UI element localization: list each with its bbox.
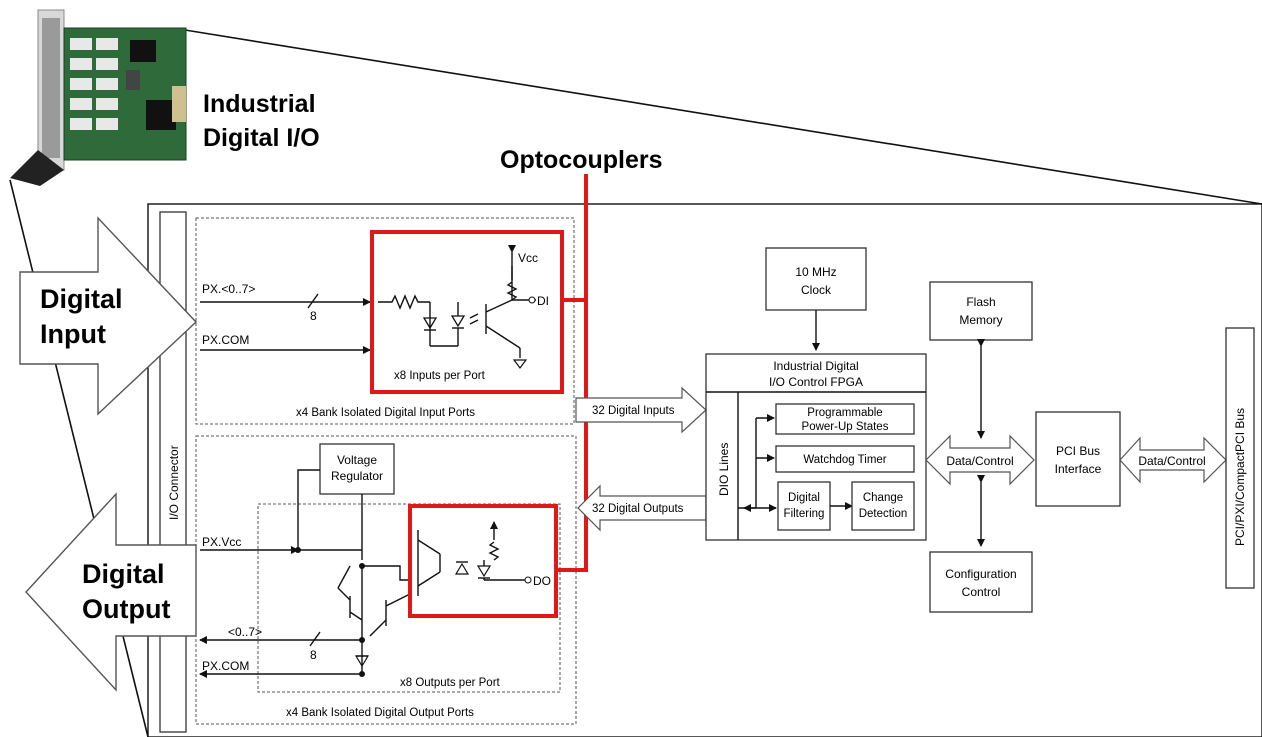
product-title-line1: Industrial [203,90,316,118]
voltage-regulator-box [319,443,395,495]
change-detection-line1: Change [863,492,903,504]
dio-lines-label: DIO Lines [717,443,731,496]
flash-memory-line1: Flash [966,295,995,309]
input-di-label: DI [537,294,549,308]
pci-bus-bar [1225,327,1255,589]
input-bank-label: x4 Bank Isolated Digital Input Ports [296,407,475,419]
input-vcc-label: Vcc [518,251,538,265]
digital-inputs-bus-label: 32 Digital Inputs [592,405,675,417]
input-per-port-label: x8 Inputs per Port [394,370,486,382]
change-detection-box [851,481,915,531]
digital-output-label-line1: Digital [82,559,165,589]
perspective-lines [9,29,1262,737]
output-signal-label: <0..7> [228,625,262,639]
digital-output-arrow [25,492,197,692]
input-bus-width: 8 [310,309,317,323]
product-title-line2: Digital I/O [203,124,320,152]
input-signal-label: PX.<0..7> [202,282,255,296]
digital-outputs-bus-arrow [577,484,707,532]
board-frame [147,203,1262,737]
watchdog-timer-box [775,445,915,473]
pci-bus-label: PCI/PXI/CompactPCI Bus [1233,408,1247,546]
configuration-control-line2: Control [962,585,1001,599]
digital-filtering-box [777,481,831,531]
fpga-title-line2: I/O Control FPGA [769,375,863,389]
output-do-label: DO [533,574,551,588]
change-detection-line2: Detection [859,508,908,520]
io-connector-label: I/O Connector [167,445,181,520]
configuration-control-line1: Configuration [945,567,1016,581]
powerup-states-box [775,403,915,435]
input-common-label: PX.COM [202,333,249,347]
output-circuit: Voltage Regulator PX.Vcc <0..7> 8 PX.COM [199,443,551,678]
input-circuit: PX.<0..7> 8 PX.COM Vcc DI x8 Inputs per … [200,245,549,382]
optocouplers-callout: Optocouplers [500,146,663,174]
data-control-arrow-1 [925,434,1035,486]
data-control-label-1: Data/Control [946,454,1013,468]
digital-outputs-bus-label: 32 Digital Outputs [592,503,684,515]
output-bank-label: x4 Bank Isolated Digital Output Ports [286,707,474,719]
pci-bus-interface-line2: Interface [1055,462,1102,476]
fpga-title-line1: Industrial Digital [773,359,858,373]
clock-line1: 10 MHz [795,265,836,279]
voltage-regulator-line1: Voltage [337,453,377,467]
powerup-line2: Power-Up States [802,421,889,433]
clock-line2: Clock [801,283,832,297]
card-image [10,9,187,186]
output-common-label: PX.COM [202,659,249,673]
output-optocoupler-highlight [408,504,558,618]
clock-box [765,247,867,311]
input-optocoupler-highlight [370,230,564,394]
pci-bus-interface-box [1035,411,1121,507]
digital-filtering-line1: Digital [788,492,820,504]
powerup-line1: Programmable [807,407,882,419]
digital-input-arrow [19,216,197,416]
output-per-port-label: x8 Outputs per Port [400,677,501,689]
digital-output-label-line2: Output [82,594,170,624]
digital-filtering-line2: Filtering [784,508,825,520]
digital-input-label-line2: Input [40,319,106,349]
voltage-regulator-line2: Regulator [331,469,383,483]
flash-memory-line2: Memory [959,313,1002,327]
data-control-label-2: Data/Control [1138,454,1205,468]
watchdog-timer-label: Watchdog Timer [803,454,886,466]
digital-input-label-line1: Digital [40,284,123,314]
output-bus-width: 8 [310,648,317,662]
flash-memory-box [929,281,1033,341]
output-vcc-label: PX.Vcc [202,535,241,549]
digital-inputs-bus-arrow [575,386,707,434]
pci-bus-interface-line1: PCI Bus [1056,444,1100,458]
configuration-control-box [929,551,1033,613]
